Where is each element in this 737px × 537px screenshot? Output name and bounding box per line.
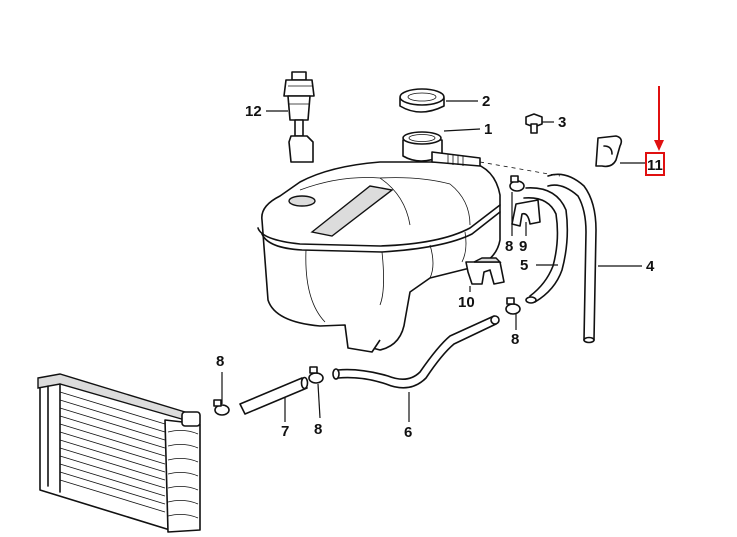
hose-4 xyxy=(547,173,597,344)
label-part-8-right: 8 xyxy=(511,331,519,348)
hose-clamp-right xyxy=(505,297,521,315)
hose-clip-10 xyxy=(465,257,505,285)
level-sensor xyxy=(283,71,315,163)
label-part-5: 5 xyxy=(520,257,528,274)
hose-clip xyxy=(595,135,623,168)
label-part-3: 3 xyxy=(558,114,566,131)
hose-clip-9 xyxy=(511,199,541,227)
label-part-12: 12 xyxy=(245,103,262,120)
expansion-tank xyxy=(257,161,501,353)
radiator xyxy=(37,373,201,533)
hose-clamp-upper xyxy=(509,175,525,192)
hose-clamp-lower-right xyxy=(308,366,324,384)
leader-lines xyxy=(221,100,646,422)
label-part-8-lower-left: 8 xyxy=(216,353,224,370)
label-part-6: 6 xyxy=(404,424,412,441)
filler-cap xyxy=(399,88,445,113)
highlight-box xyxy=(645,152,665,176)
label-part-1: 1 xyxy=(484,121,492,138)
label-part-2: 2 xyxy=(482,93,490,110)
pipe-6 xyxy=(332,315,500,389)
highlight-part-11 xyxy=(645,86,665,176)
screw xyxy=(525,113,543,134)
hose-5 xyxy=(523,187,569,304)
highlight-arrow-head xyxy=(654,140,664,151)
label-part-8-upper: 8 xyxy=(505,238,513,255)
label-part-8-lower-right: 8 xyxy=(314,421,322,438)
hose-clamp-lower-left xyxy=(213,399,230,416)
label-part-7: 7 xyxy=(281,423,289,440)
label-part-9: 9 xyxy=(519,238,527,255)
overflow-pipe xyxy=(431,151,561,177)
label-part-4: 4 xyxy=(646,258,655,275)
hose-7 xyxy=(239,376,309,415)
label-part-11: 11 xyxy=(647,157,663,174)
part-number-labels: 12 2 1 3 11 4 5 8 9 10 8 8 8 7 6 xyxy=(216,93,663,441)
label-part-10: 10 xyxy=(458,294,475,311)
